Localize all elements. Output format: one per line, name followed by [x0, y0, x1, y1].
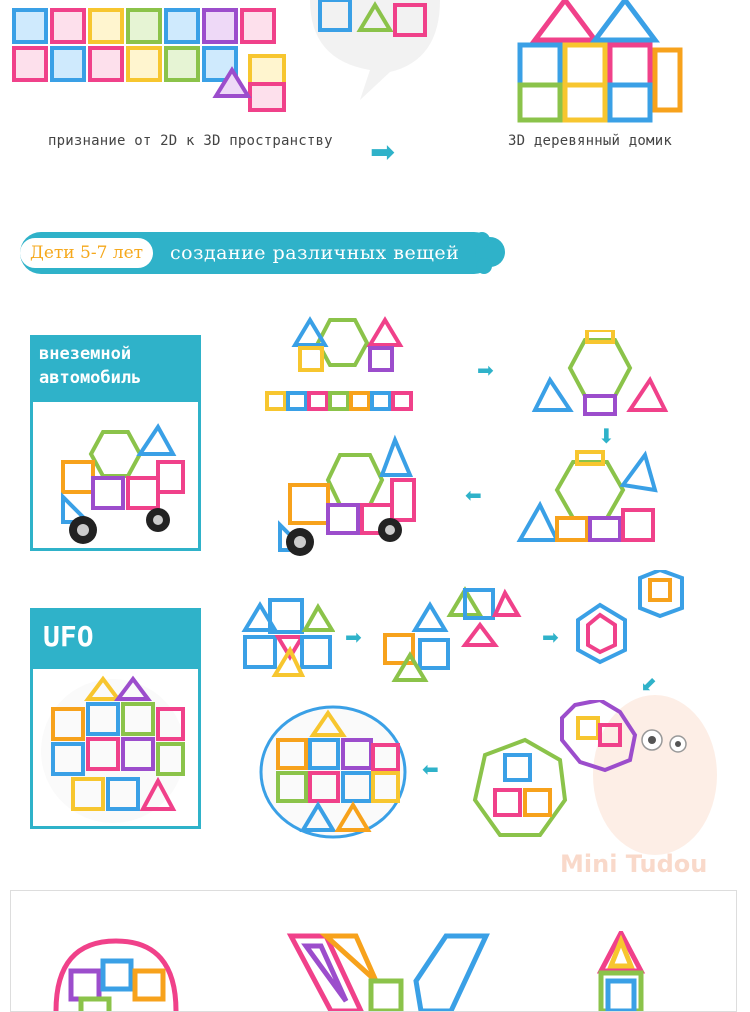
arrow-right-icon: ➡ — [542, 625, 559, 649]
3d-house-image — [517, 0, 683, 123]
ufo-step2-image — [383, 586, 522, 682]
caption-2d-to-3d: признание от 2D к 3D пространству — [48, 133, 333, 149]
ufo-image — [41, 675, 185, 823]
bottom-gallery — [10, 890, 737, 1012]
card-title-line1: внеземной — [39, 344, 132, 364]
car-step3-image — [516, 450, 658, 542]
card-title: UFO — [33, 611, 198, 669]
mascot-egg-image — [593, 695, 717, 855]
ufo-step3-image — [576, 570, 684, 665]
ufo-step1-image — [241, 598, 335, 677]
card-alien-car: внеземной автомобиль — [30, 335, 201, 551]
arrow-left-icon: ⬅ — [465, 483, 482, 507]
car-step1-image — [265, 316, 413, 411]
car-step2-image — [531, 330, 669, 416]
banner-title: создание различных вещей — [170, 242, 460, 264]
cloud-decoration-icon — [474, 232, 505, 274]
ufo-step4-image — [472, 700, 638, 837]
alien-car-image — [61, 423, 185, 544]
car-step4-image — [278, 434, 416, 556]
speech-bubble-image — [310, 0, 440, 100]
v-shape-image — [286, 933, 490, 1011]
tower-image — [596, 931, 646, 1011]
age-label: Дети 5-7 лет — [20, 238, 154, 268]
card-ufo: UFO — [30, 608, 201, 829]
card-title-line2: автомобиль — [39, 368, 142, 388]
arrow-right-icon: ➡ — [345, 625, 362, 649]
arrow-right-icon: ➡ — [477, 358, 494, 382]
arrow-left-icon: ⬅ — [422, 757, 439, 781]
section-banner: Дети 5-7 лет создание различных вещей — [20, 232, 495, 274]
dome-image — [53, 938, 179, 1011]
magnetic-tiles-2d-image — [12, 8, 286, 112]
watermark: Mini Tudou — [560, 850, 708, 878]
arrow-down-icon: ⬇ — [598, 424, 615, 448]
caption-3d-house: 3D деревянный домик — [508, 133, 672, 149]
ufo-final-image — [259, 705, 407, 839]
arrow-right-icon: ➡ — [370, 135, 396, 170]
